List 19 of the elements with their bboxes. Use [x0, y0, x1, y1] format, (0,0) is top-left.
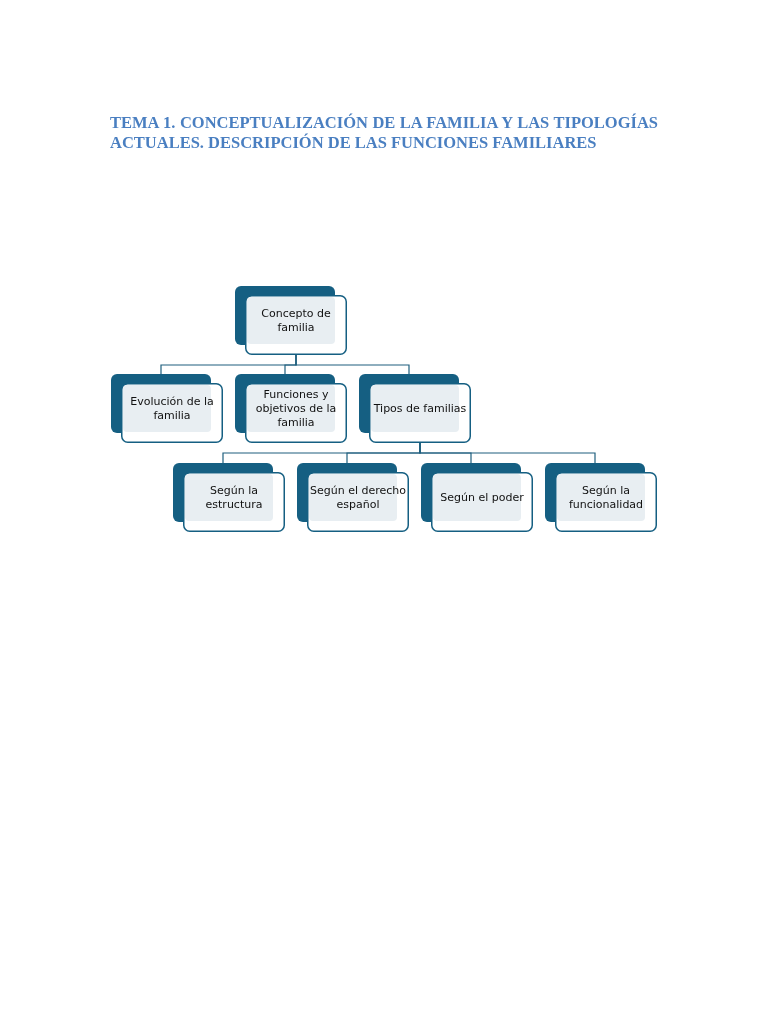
- box-label: Concepto de familia: [260, 306, 332, 336]
- hierarchy-box: [421, 463, 533, 532]
- box-label: Tipos de familias: [372, 401, 468, 417]
- box-label: Según la funcionalidad: [567, 483, 645, 513]
- box-label: Según el poder: [439, 490, 525, 506]
- hierarchy-box: [297, 463, 409, 532]
- box-label: Según el derecho español: [309, 483, 407, 513]
- hierarchy-box: [235, 374, 347, 443]
- title: TEMA 1. CONCEPTUALIZACIÓN DE LA FAMILIA Y LAS TIPOLOGÍAS ACTUALES. DESCRIPCIÓN DE LAS FUNCIONES FAMILIARES: [110, 113, 658, 153]
- hierarchy-box: [235, 286, 347, 355]
- box-label: Funciones y objetivos de la familia: [254, 387, 338, 431]
- box-label: Evolución de la familia: [129, 394, 215, 424]
- hierarchy-box: [359, 374, 471, 443]
- connector-line: [419, 442, 596, 464]
- connector-line: [295, 354, 410, 375]
- hierarchy-box: [173, 463, 285, 532]
- box-label: Según la estructura: [204, 483, 264, 513]
- hierarchy-box: [111, 374, 223, 443]
- hierarchy-box: [545, 463, 657, 532]
